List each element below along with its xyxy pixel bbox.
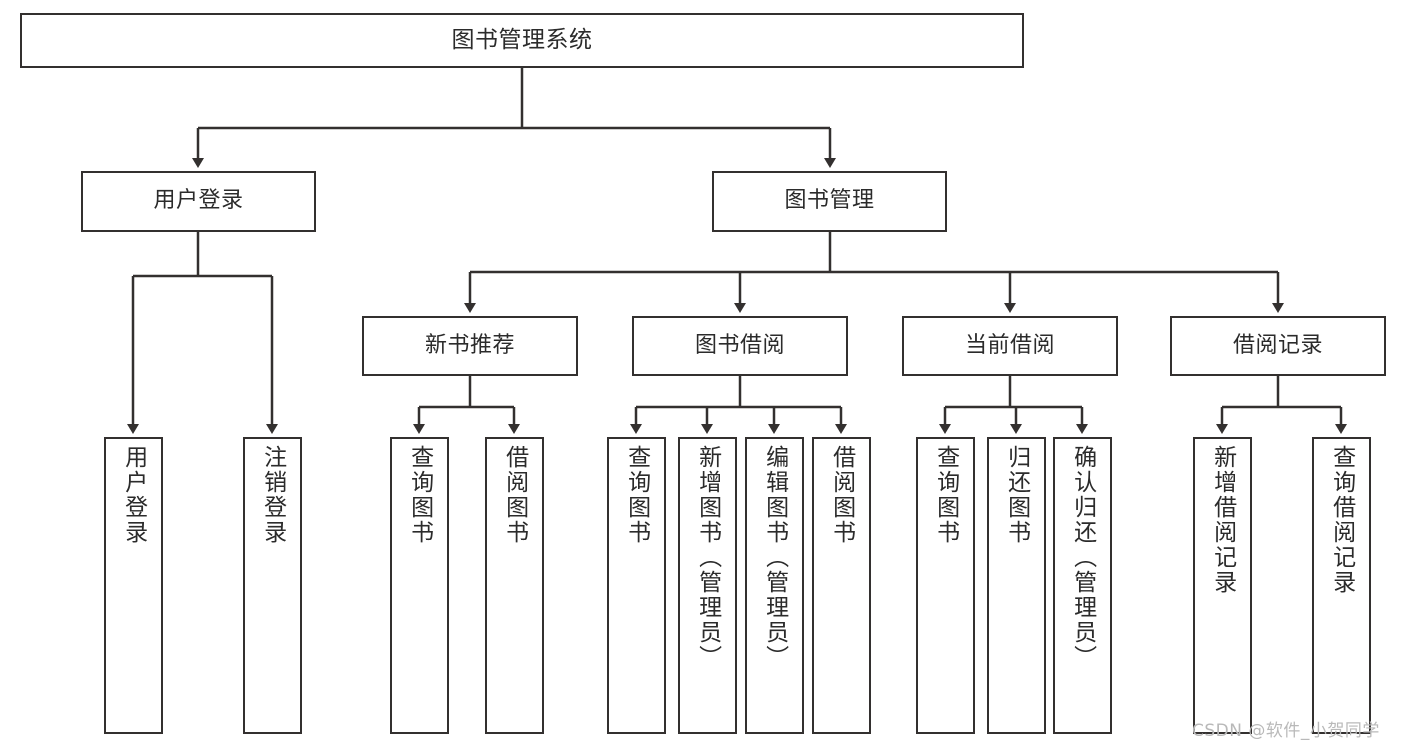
node-user-login[interactable]: 用户登录 (81, 171, 316, 232)
leaf-add-book-admin[interactable]: 新增图书（管理员） (678, 437, 737, 734)
node-label: 图书借阅 (694, 332, 785, 358)
node-label: 用户登录 (120, 445, 147, 545)
node-label: 查询图书 (406, 445, 433, 545)
node-borrow-record[interactable]: 借阅记录 (1170, 316, 1386, 376)
node-label: 新增图书（管理员） (694, 445, 721, 670)
node-label: 归还图书 (1003, 445, 1030, 545)
node-label: 新增借阅记录 (1209, 445, 1236, 595)
leaf-borrow-book[interactable]: 借阅图书 (812, 437, 871, 734)
leaf-add-borrow-record[interactable]: 新增借阅记录 (1193, 437, 1252, 734)
node-book-management[interactable]: 图书管理 (712, 171, 947, 232)
node-label: 当前借阅 (964, 332, 1055, 358)
leaf-edit-book-admin[interactable]: 编辑图书（管理员） (745, 437, 804, 734)
node-new-book-recommend[interactable]: 新书推荐 (362, 316, 578, 376)
leaf-query-book-recommend[interactable]: 查询图书 (390, 437, 449, 734)
node-label: 确认归还（管理员） (1069, 445, 1096, 670)
node-label: 图书管理 (784, 188, 875, 214)
leaf-return-book[interactable]: 归还图书 (987, 437, 1046, 734)
node-label: 注销登录 (259, 445, 286, 545)
node-label: 查询借阅记录 (1328, 445, 1355, 595)
leaf-user-login[interactable]: 用户登录 (104, 437, 163, 734)
node-root-book-management-system[interactable]: 图书管理系统 (20, 13, 1024, 68)
node-label: 编辑图书（管理员） (761, 445, 788, 670)
node-label: 用户登录 (153, 188, 244, 214)
node-label: 借阅记录 (1232, 332, 1323, 358)
leaf-confirm-return-admin[interactable]: 确认归还（管理员） (1053, 437, 1112, 734)
leaf-borrow-book-recommend[interactable]: 借阅图书 (485, 437, 544, 734)
leaf-logout-login[interactable]: 注销登录 (243, 437, 302, 734)
leaf-query-book-borrow[interactable]: 查询图书 (607, 437, 666, 734)
watermark-text: CSDN @软件_小贺同学 (1192, 721, 1380, 741)
node-label: 查询图书 (623, 445, 650, 545)
node-label: 借阅图书 (828, 445, 855, 545)
leaf-query-book-current[interactable]: 查询图书 (916, 437, 975, 734)
node-current-borrow[interactable]: 当前借阅 (902, 316, 1118, 376)
node-book-borrow[interactable]: 图书借阅 (632, 316, 848, 376)
node-label: 查询图书 (932, 445, 959, 545)
node-label: 借阅图书 (501, 445, 528, 545)
node-label: 图书管理系统 (451, 26, 593, 53)
node-label: 新书推荐 (424, 332, 515, 358)
leaf-query-borrow-record[interactable]: 查询借阅记录 (1312, 437, 1371, 734)
